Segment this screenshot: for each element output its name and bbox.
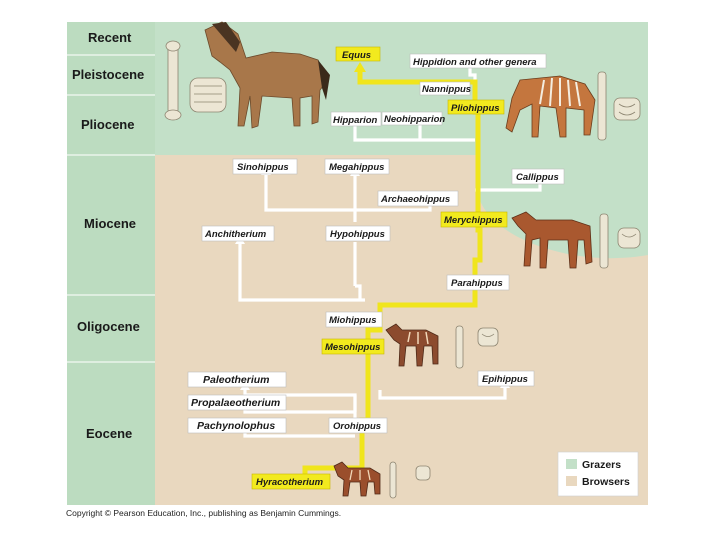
epoch-eocene: Eocene bbox=[86, 426, 132, 441]
epoch-miocene: Miocene bbox=[84, 216, 136, 231]
miohippus-box bbox=[325, 311, 383, 328]
mesohippus-horse-illustration bbox=[385, 323, 439, 367]
copyright-text: Copyright © Pearson Education, Inc., pub… bbox=[66, 508, 342, 518]
legend-browsers: Browsers bbox=[582, 476, 630, 488]
genus-equus: Equus bbox=[342, 50, 371, 61]
genus-sinohippus: Sinohippus bbox=[237, 162, 289, 173]
genus-callippus: Callippus bbox=[516, 172, 559, 183]
epoch-separators bbox=[67, 54, 155, 363]
callippus-box bbox=[511, 168, 565, 185]
genus-hippidion: Hippidion and other genera bbox=[413, 57, 537, 68]
genus-hypohippus: Hypohippus bbox=[330, 229, 385, 240]
epihippus-box bbox=[477, 370, 535, 387]
epoch-pleistocene: Pleistocene bbox=[72, 67, 144, 82]
genus-neohipparion: Neohipparion bbox=[384, 114, 445, 125]
genus-parahippus: Parahippus bbox=[451, 278, 503, 289]
ribcage-icon bbox=[189, 77, 227, 113]
epoch-column bbox=[67, 22, 155, 505]
merychippus-horse-illustration bbox=[511, 211, 593, 269]
epoch-pliocene: Pliocene bbox=[81, 117, 134, 132]
leg-bone-icon bbox=[455, 325, 464, 369]
tooth-icon bbox=[415, 465, 431, 481]
genus-labels: Equus Hippidion and other genera Nannipp… bbox=[187, 46, 565, 490]
genus-hipparion: Hipparion bbox=[333, 115, 378, 126]
genus-merychippus: Merychippus bbox=[444, 215, 503, 226]
nannippus-box bbox=[419, 81, 471, 96]
neohipparion-box bbox=[381, 111, 443, 126]
genus-anchitherium: Anchitherium bbox=[204, 229, 267, 240]
legend-swatch-browsers bbox=[566, 476, 577, 486]
genus-hyracotherium: Hyracotherium bbox=[256, 477, 324, 488]
epoch-oligocene: Oligocene bbox=[77, 319, 140, 334]
epoch-recent: Recent bbox=[88, 30, 132, 45]
tooth-icon bbox=[477, 327, 499, 347]
hippidion-box bbox=[409, 53, 547, 69]
parahippus-box bbox=[446, 274, 510, 291]
genus-archaeohippus: Archaeohippus bbox=[380, 194, 450, 205]
megahippus-box bbox=[324, 158, 390, 175]
legend-swatch-grazers bbox=[566, 459, 577, 469]
leg-bone-icon bbox=[164, 40, 182, 121]
genus-propalaeotherium: Propalaeotherium bbox=[191, 397, 280, 409]
hypohippus-box bbox=[325, 225, 391, 242]
tooth-icon bbox=[617, 227, 641, 249]
genus-megahippus: Megahippus bbox=[329, 162, 384, 173]
genus-orohippus: Orohippus bbox=[333, 421, 381, 432]
equus-horse-illustration bbox=[204, 21, 330, 129]
genus-pachynolophus: Pachynolophus bbox=[197, 420, 275, 432]
genus-miohippus: Miohippus bbox=[329, 315, 377, 326]
pachynolophus-box bbox=[187, 417, 287, 434]
legend: Grazers Browsers bbox=[557, 451, 639, 497]
genus-epihippus: Epihippus bbox=[482, 374, 528, 385]
branch-lines bbox=[238, 68, 542, 438]
anchitherium-box bbox=[201, 225, 275, 242]
pliohippus-box bbox=[447, 99, 505, 115]
merychippus-box bbox=[440, 211, 508, 228]
hyracotherium-box bbox=[251, 473, 331, 490]
leg-bone-icon bbox=[389, 461, 397, 499]
archaeohippus-box bbox=[377, 190, 459, 207]
mesohippus-box bbox=[321, 338, 385, 355]
equus-box bbox=[335, 46, 381, 62]
main-lineage-arrow bbox=[354, 62, 366, 72]
leg-bone-icon bbox=[597, 71, 607, 141]
genus-mesohippus: Mesohippus bbox=[325, 342, 380, 353]
genus-paleotherium: Paleotherium bbox=[203, 374, 270, 386]
propalaeotherium-box bbox=[187, 394, 287, 411]
hipparion-box bbox=[330, 111, 382, 127]
genus-nannippus: Nannippus bbox=[422, 84, 471, 95]
tooth-icon bbox=[613, 97, 641, 121]
hippidion-horse-illustration bbox=[505, 75, 596, 138]
hyracotherium-horse-illustration bbox=[333, 461, 381, 497]
genus-pliohippus: Pliohippus bbox=[451, 103, 500, 114]
leg-bone-icon bbox=[599, 213, 609, 269]
orohippus-box bbox=[328, 417, 388, 434]
legend-grazers: Grazers bbox=[582, 459, 621, 471]
paleotherium-box bbox=[187, 371, 287, 388]
sinohippus-box bbox=[232, 158, 298, 175]
